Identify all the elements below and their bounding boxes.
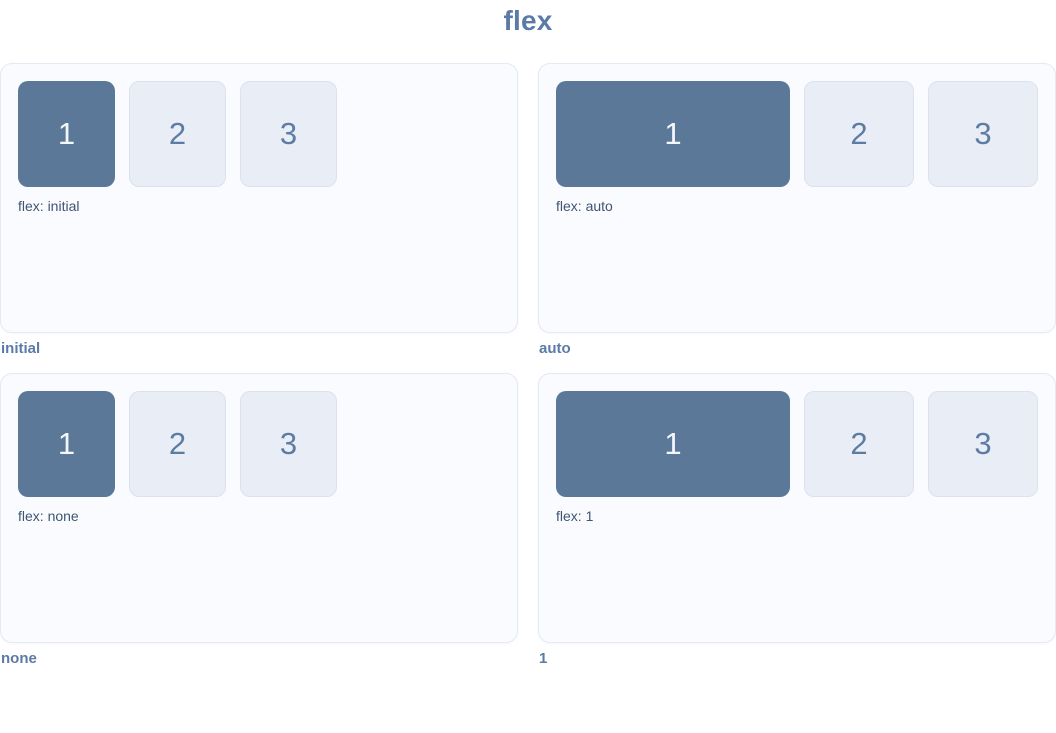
demo-cell-1: 1 2 3 flex: 1 1 <box>538 373 1056 683</box>
demo-panel-initial: 1 2 3 flex: initial <box>0 63 518 333</box>
flex-item-2: 2 <box>129 81 226 187</box>
flex-caption: flex: none <box>18 508 79 524</box>
flex-item-3: 3 <box>928 391 1038 497</box>
flex-caption: flex: auto <box>556 198 613 214</box>
flex-row: 1 2 3 <box>556 391 1038 497</box>
demo-label-auto: auto <box>539 340 571 357</box>
demo-label-initial: initial <box>1 340 41 357</box>
page-title: flex <box>503 5 553 36</box>
flex-row: 1 2 3 <box>556 81 1038 187</box>
demo-panel-1: 1 2 3 flex: 1 <box>538 373 1056 643</box>
flex-item-1: 1 <box>18 81 115 187</box>
demo-cell-none: 1 2 3 flex: none none <box>0 373 518 683</box>
demo-cell-auto: 1 2 3 flex: auto auto <box>538 63 1056 373</box>
flex-item-2: 2 <box>129 391 226 497</box>
flex-item-3: 3 <box>928 81 1038 187</box>
flex-row: 1 2 3 <box>18 81 500 187</box>
flex-caption: flex: initial <box>18 198 80 214</box>
demo-panel-auto: 1 2 3 flex: auto <box>538 63 1056 333</box>
demo-cell-initial: 1 2 3 flex: initial initial <box>0 63 518 373</box>
flex-item-1: 1 <box>556 391 790 497</box>
flex-row: 1 2 3 <box>18 391 500 497</box>
flex-item-1: 1 <box>18 391 115 497</box>
demo-panel-none: 1 2 3 flex: none <box>0 373 518 643</box>
flex-item-3: 3 <box>240 81 337 187</box>
demo-label-none: none <box>1 650 37 667</box>
flex-item-2: 2 <box>804 81 914 187</box>
demo-grid: 1 2 3 flex: initial initial 1 2 3 flex: … <box>0 63 1056 683</box>
flex-caption: flex: 1 <box>556 508 594 524</box>
flex-item-3: 3 <box>240 391 337 497</box>
flex-item-2: 2 <box>804 391 914 497</box>
demo-label-1: 1 <box>539 650 548 667</box>
flex-item-1: 1 <box>556 81 790 187</box>
